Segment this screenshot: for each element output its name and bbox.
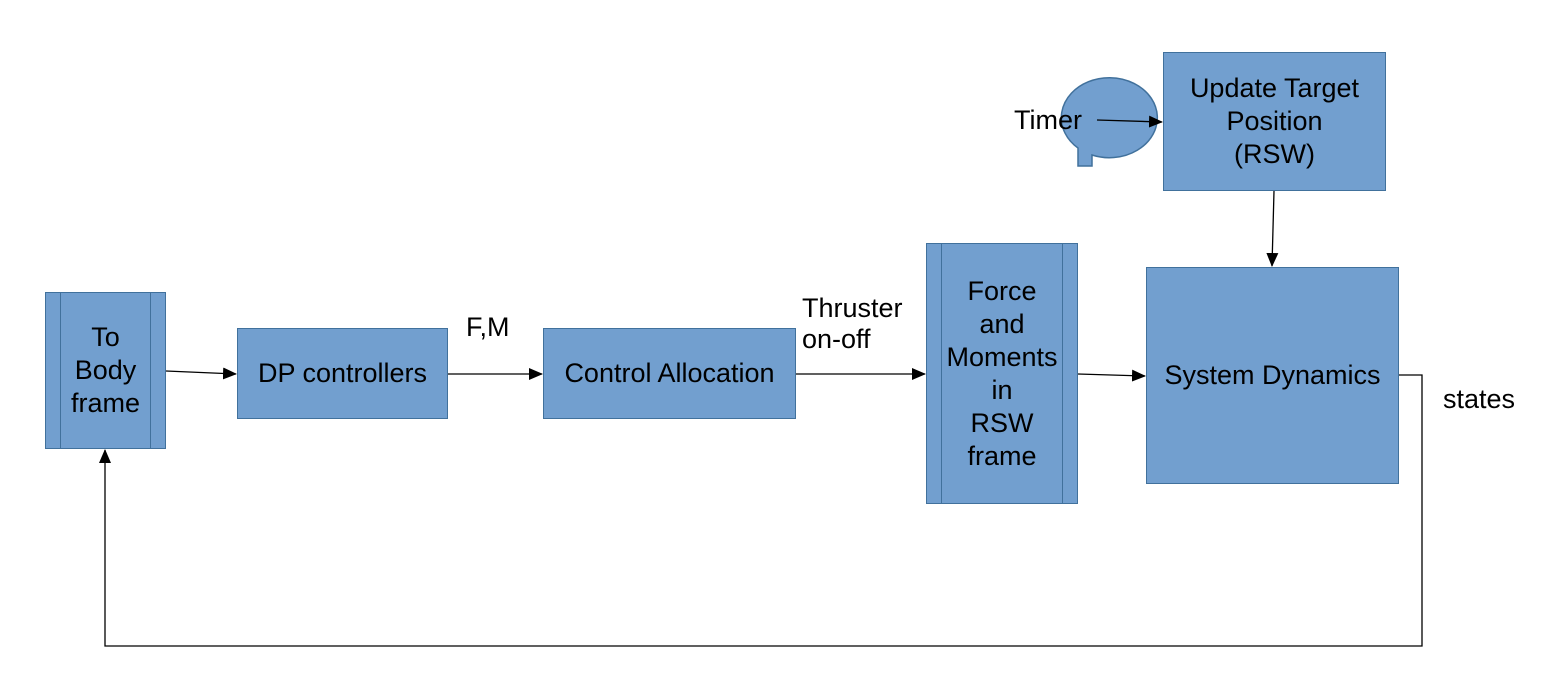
feedback-line-states [99, 374, 1423, 647]
force-moments-label: Force and Moments in RSW frame [946, 275, 1058, 471]
system-dynamics-label: System Dynamics [1164, 360, 1381, 390]
arrow-force-to-dynamics [1077, 369, 1146, 382]
thruster-signal-label: Thruster on-off [802, 293, 903, 354]
to-body-frame-label: To Body frame [70, 322, 141, 418]
arrow-update-to-dynamics [1266, 190, 1279, 267]
dp-controllers-label: DP controllers [257, 358, 428, 388]
timer-label: Timer [1014, 104, 1082, 135]
system-dynamics-block: System Dynamics [1146, 267, 1399, 484]
control-allocation-block: Control Allocation [543, 328, 796, 419]
arrow-timer-to-update [1096, 115, 1163, 128]
control-allocation-label: Control Allocation [564, 358, 775, 388]
fm-signal-label: F,M [466, 312, 510, 342]
arrow-body-to-dp [165, 367, 237, 380]
states-signal-label: states [1443, 384, 1516, 414]
force-moments-block: Force and Moments in RSW frame [926, 243, 1078, 504]
update-target-label: Update Target Position (RSW) [1189, 73, 1360, 169]
dp-controllers-block: DP controllers [237, 328, 448, 419]
update-target-block: Update Target Position (RSW) [1163, 52, 1386, 191]
timer-shape [1060, 77, 1159, 167]
to-body-frame-block: To Body frame [45, 292, 166, 449]
